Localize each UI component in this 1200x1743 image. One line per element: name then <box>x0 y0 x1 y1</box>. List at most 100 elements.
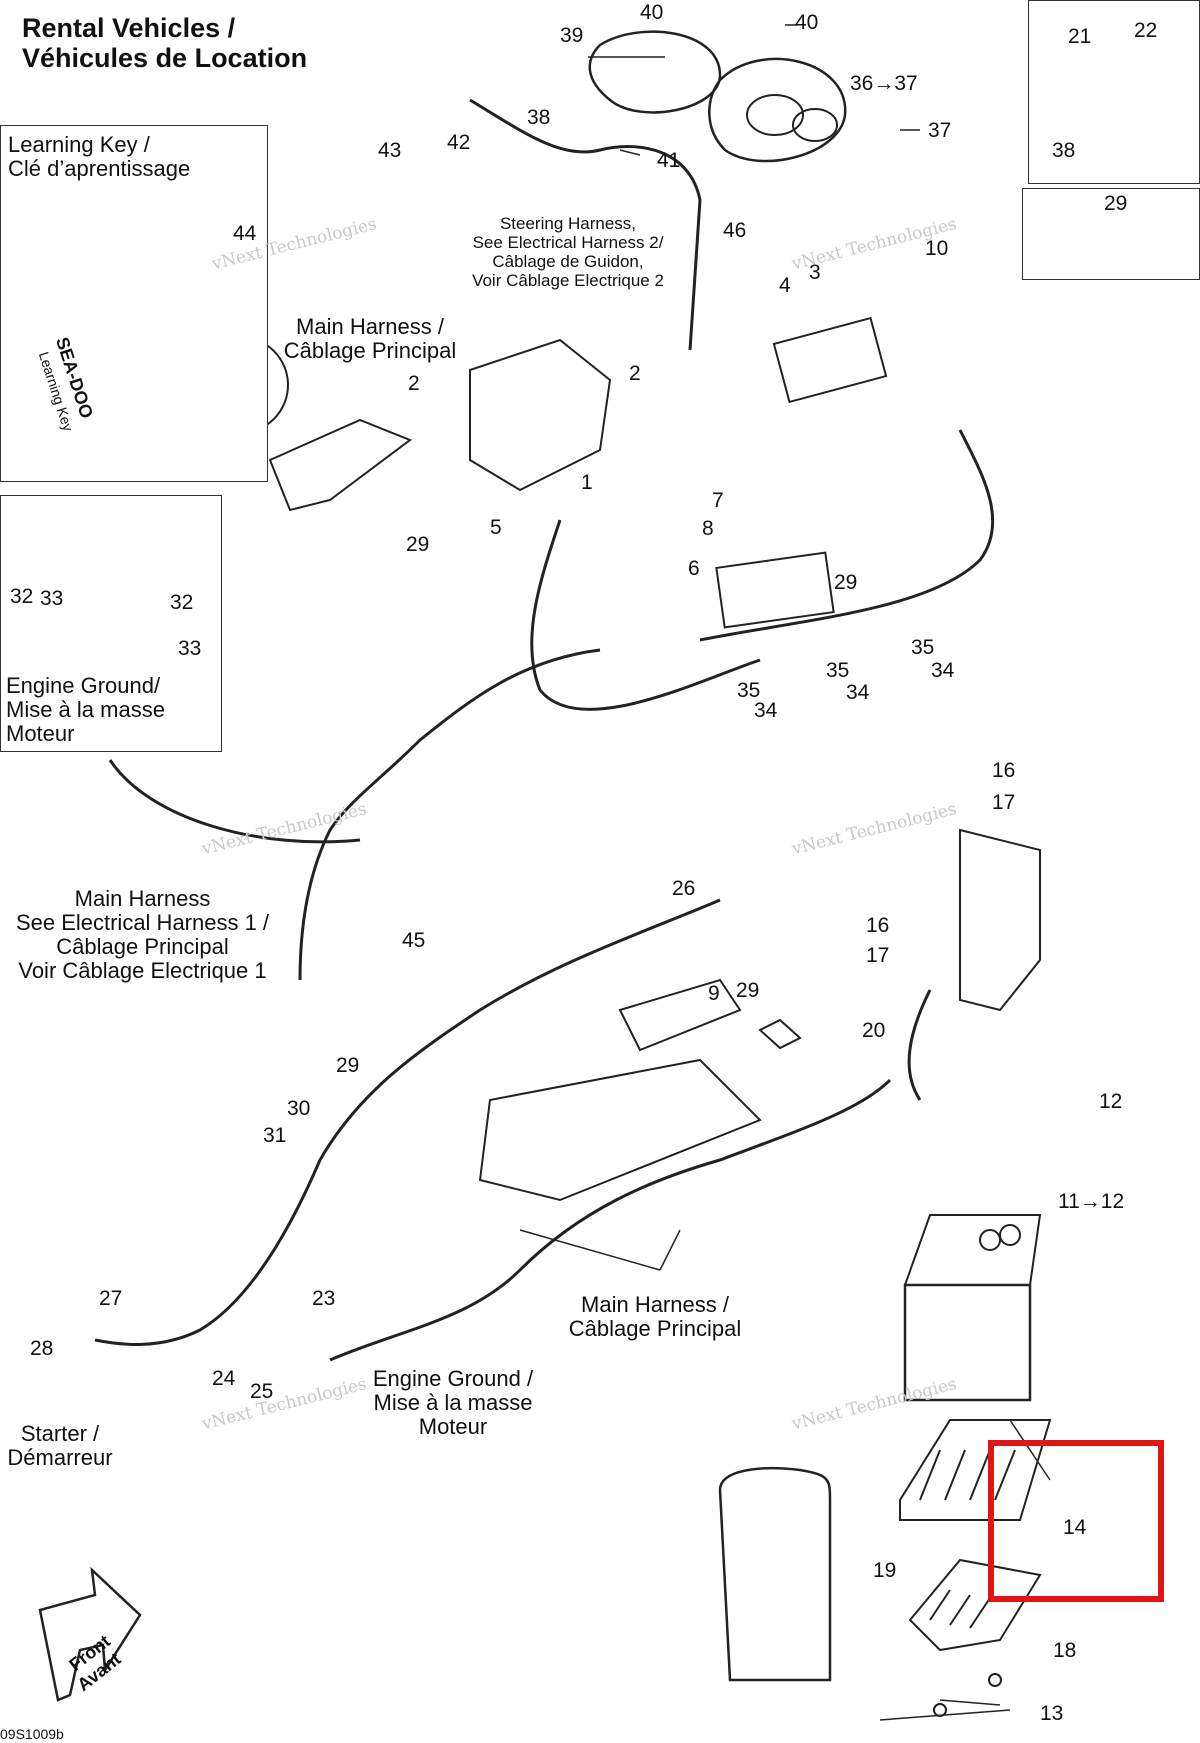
components <box>268 316 1041 1202</box>
part-number: 14 <box>1063 1516 1087 1539</box>
part-number: 31 <box>263 1124 287 1147</box>
battery-tray-drawing <box>899 1419 1052 1521</box>
learning-key-label-line1: Learning Key / <box>8 132 150 157</box>
part-number: 5 <box>490 516 502 539</box>
part-number: 22 <box>1134 19 1158 42</box>
clamps-inset <box>1028 0 1200 184</box>
part-number: 29 <box>834 571 858 594</box>
main-harness-top-line2: Câblage Principal <box>283 338 457 363</box>
part-number: 34 <box>931 659 955 682</box>
part-number: 13 <box>1040 1702 1064 1725</box>
part-number: 38 <box>1052 139 1076 162</box>
main-harness-bottom-line2: Câblage Principal <box>568 1316 742 1341</box>
starter-line1: Starter / <box>20 1421 100 1446</box>
part-number: 37 <box>928 119 952 142</box>
part-number: 24 <box>212 1367 236 1390</box>
part-number: 35 <box>737 679 761 702</box>
main-harness-left-line2: See Electrical Harness 1 / <box>15 910 270 935</box>
harness-wires <box>94 98 995 1362</box>
grease-tube-inset <box>1022 188 1200 280</box>
part-number: 28 <box>30 1337 54 1360</box>
part-number: 19 <box>873 1559 897 1582</box>
part-number: 1 <box>581 471 593 494</box>
part-number: 16 <box>992 759 1016 782</box>
part-number: 32 <box>170 591 194 614</box>
part-number: 2 <box>629 362 641 385</box>
part-number: 34 <box>846 681 870 704</box>
part-number: 38 <box>527 106 551 129</box>
steering-harness-line3: Câblage de Guidon, <box>492 252 644 271</box>
part-number: 29 <box>736 979 760 1002</box>
part-number: 17 <box>866 944 890 967</box>
part-number: 7 <box>712 489 724 512</box>
part-number: 43 <box>378 139 402 162</box>
main-harness-left-line1: Main Harness <box>74 886 211 911</box>
page-title-line2: Véhicules de Location <box>22 43 308 73</box>
part-number: 18 <box>1053 1639 1077 1662</box>
part-number: 40 <box>640 1 664 24</box>
leader-lines <box>519 24 1051 1721</box>
part-number: 20 <box>862 1019 886 1042</box>
part-number: 29 <box>1104 192 1128 215</box>
engine-ground-top-line3: Moteur <box>6 721 75 746</box>
main-harness-top-line1: Main Harness / <box>296 314 444 339</box>
front-arrow-icon <box>38 1566 142 1702</box>
part-number: 16 <box>866 914 890 937</box>
engine-ground-bottom-line2: Mise à la masse <box>373 1390 533 1415</box>
main-harness-bottom-line1: Main Harness / <box>581 1292 729 1317</box>
part-number: 3 <box>809 261 821 284</box>
learning-key-inset <box>0 125 268 482</box>
part-number: 33 <box>40 587 64 610</box>
part-number: 45 <box>402 929 426 952</box>
part-number: 25 <box>250 1380 274 1403</box>
part-number: 42 <box>447 131 471 154</box>
engine-ground-top-line2: Mise à la masse <box>6 697 165 722</box>
part-number: 32 <box>10 585 34 608</box>
main-harness-left-line3: Câblage Principal <box>56 934 229 959</box>
part-number: 35 <box>826 659 850 682</box>
part-number: 2 <box>408 372 420 395</box>
engine-ground-bottom-line1: Engine Ground / <box>372 1366 534 1391</box>
main-harness-left-line4: Voir Câblage Electrique 1 <box>18 958 267 983</box>
part-number: 10 <box>925 237 949 260</box>
part-number: 9 <box>708 982 720 1005</box>
part-number: 39 <box>560 24 584 47</box>
steering-harness-line2: See Electrical Harness 2/ <box>472 233 664 252</box>
part-number: 30 <box>287 1097 311 1120</box>
part-number: 34 <box>754 699 778 722</box>
bracket-18-drawing <box>908 1558 1042 1717</box>
part-number: 21 <box>1068 25 1092 48</box>
learning-key-label-line2: Clé d’aprentissage <box>8 156 191 181</box>
part-number: 46 <box>723 219 747 242</box>
instrument-cluster-drawing <box>588 30 847 163</box>
part-number: 44 <box>233 222 257 245</box>
part-number: 41 <box>657 149 681 172</box>
steering-harness-line4: Voir Câblage Electrique 2 <box>472 271 664 290</box>
part-number: 26 <box>672 877 696 900</box>
battery-drawing <box>903 1214 1042 1402</box>
part-number: 35 <box>911 636 935 659</box>
part-number: 17 <box>992 791 1016 814</box>
part-number: 12 <box>1099 1090 1123 1113</box>
engine-ground-top-line1: Engine Ground/ <box>6 673 161 698</box>
part-number: 23 <box>312 1287 336 1310</box>
engine-ground-inset <box>0 495 222 752</box>
page-title-line1: Rental Vehicles / <box>22 13 236 43</box>
part-number: 11→12 <box>1058 1190 1125 1213</box>
part-number: 8 <box>702 517 714 540</box>
highlight-box <box>988 1440 1164 1602</box>
part-number: 6 <box>688 557 700 580</box>
starter-line2: Démarreur <box>7 1445 113 1470</box>
part-number: 29 <box>336 1054 360 1077</box>
engine-ground-bottom-line3: Moteur <box>418 1414 488 1439</box>
steering-harness-line1: Steering Harness, <box>499 214 637 233</box>
part-number: 29 <box>406 533 430 556</box>
part-number: 40 <box>795 11 819 34</box>
part-number: 36→37 <box>850 72 918 95</box>
part-number: 4 <box>779 274 791 297</box>
drawing-code: 09S1009b <box>0 1726 64 1742</box>
part-number: 33 <box>178 637 202 660</box>
part-number: 27 <box>99 1287 123 1310</box>
